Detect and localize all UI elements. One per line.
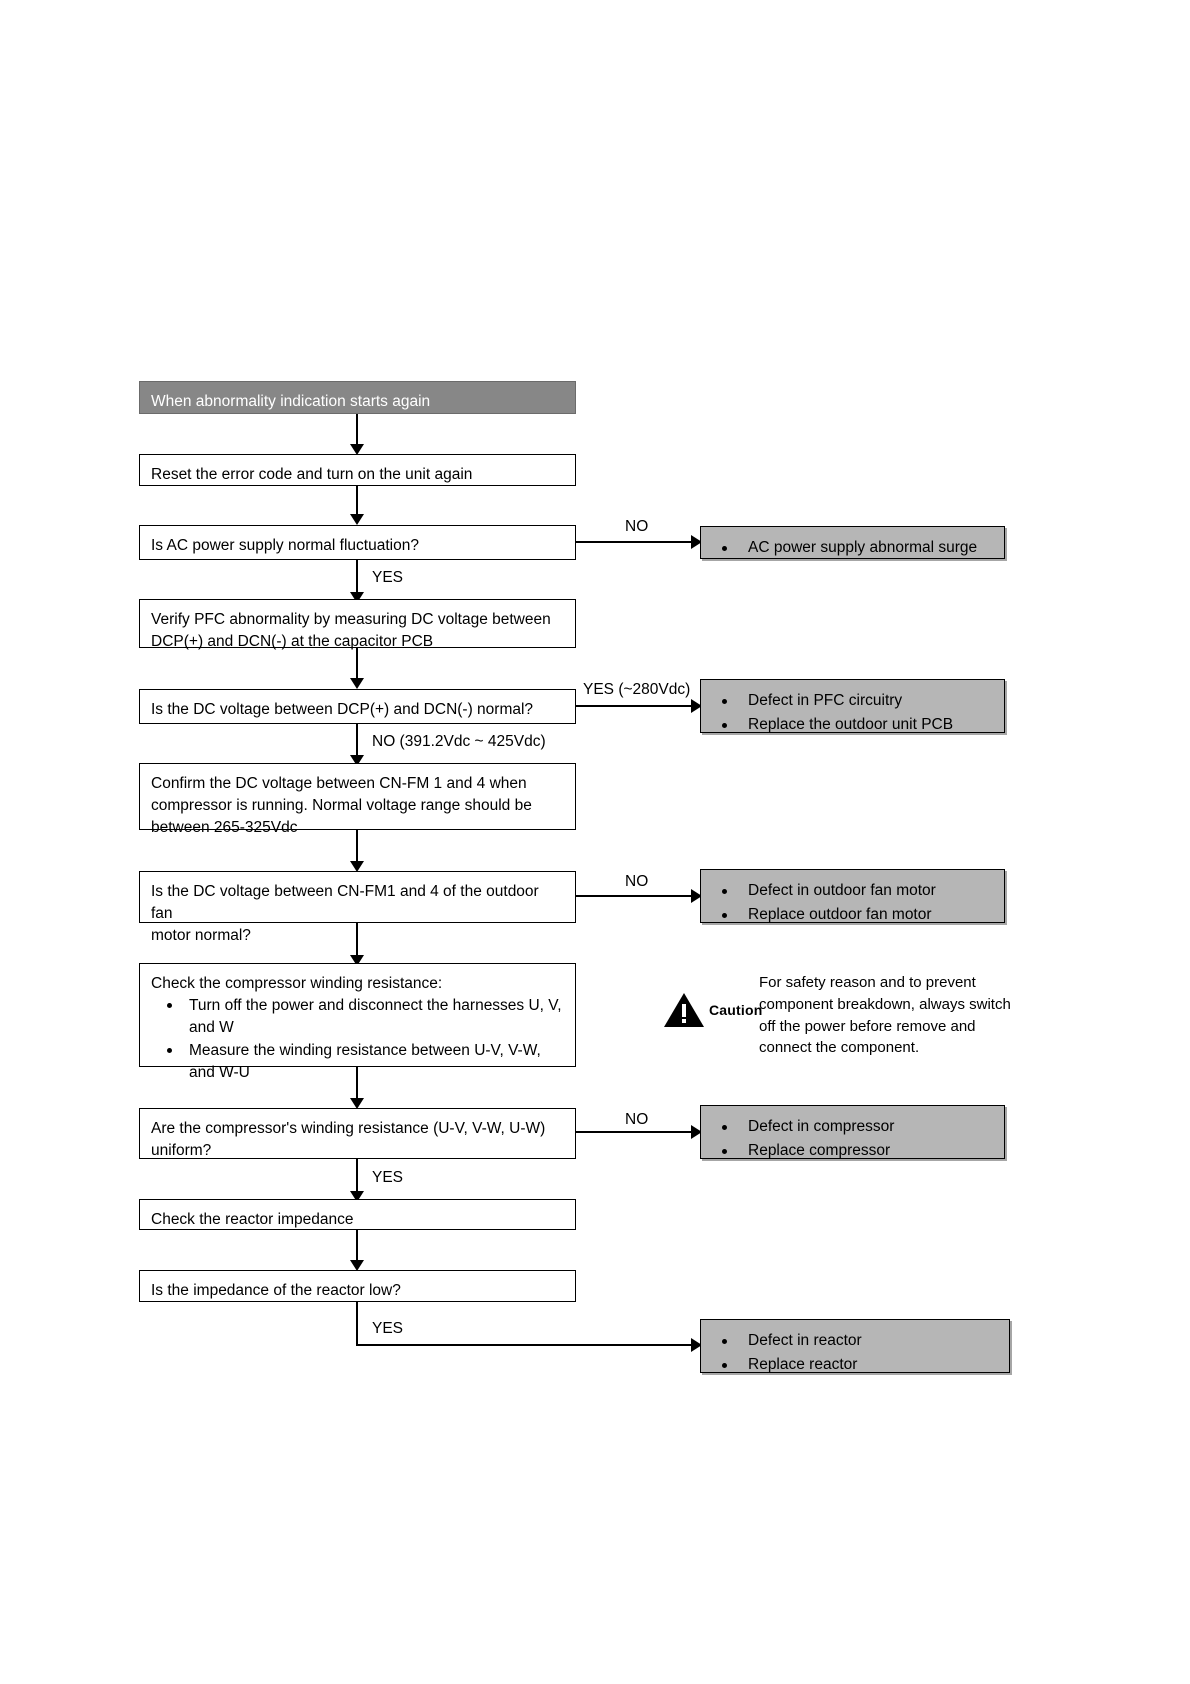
node-verify-pfc-line1: Verify PFC abnormality by measuring DC v… (151, 611, 551, 628)
node-reset-label: Reset the error code and turn on the uni… (151, 466, 473, 483)
list-item: Defect in reactor (712, 1330, 998, 1352)
arrowhead-reactor-yes (691, 1338, 702, 1352)
node-dc-voltage-check: Is the DC voltage between DCP(+) and DCN… (139, 689, 576, 724)
connector-reactor-to-reactor-check (356, 1230, 359, 1263)
arrowhead-winding-to-uniform-check (350, 1098, 364, 1109)
node-winding-uniform-line1: Are the compressor's winding resistance … (151, 1120, 546, 1137)
connector-reset-to-ac-check (356, 486, 359, 516)
node-cnfm-voltage-check: Is the DC voltage between CN-FM1 and 4 o… (139, 871, 576, 944)
connector-reactor-yes-vertical (356, 1302, 359, 1346)
node-winding-uniform-line2: uniform? (151, 1142, 212, 1159)
node-winding-uniform-check: Are the compressor's winding resistance … (139, 1108, 576, 1159)
result-pfc-defect-list: Defect in PFC circuitry Replace the outd… (712, 690, 993, 736)
node-dc-voltage-check-label: Is the DC voltage between DCP(+) and DCN… (151, 701, 534, 718)
node-verify-pfc: Verify PFC abnormality by measuring DC v… (139, 599, 576, 650)
list-item: Defect in outdoor fan motor (712, 880, 993, 902)
connector-dc-check-yes (576, 705, 693, 708)
caution-line4: connect the component. (759, 1039, 920, 1057)
warning-triangle-icon (664, 993, 704, 1027)
node-check-winding-resistance: Check the compressor winding resistance:… (139, 963, 576, 1081)
edge-label-cnfm-no: NO (625, 873, 649, 890)
connector-verify-pfc-to-dc-check (356, 648, 359, 680)
node-reset-error-code: Reset the error code and turn on the uni… (139, 454, 576, 486)
edge-label-dc-no: NO (391.2Vdc ~ 425Vdc) (372, 733, 546, 750)
result-fan-motor-defect-list: Defect in outdoor fan motor Replace outd… (712, 880, 993, 926)
connector-confirm-to-cnfm-check (356, 830, 359, 864)
result-reactor-defect: Defect in reactor Replace reactor (700, 1319, 1010, 1373)
node-check-winding-heading: Check the compressor winding resistance: (151, 975, 443, 992)
node-verify-pfc-line2: DCP(+) and DCN(-) at the capacitor PCB (151, 633, 434, 650)
result-compressor-defect: Defect in compressor Replace compressor (700, 1105, 1005, 1159)
node-reactor-low-check: Is the impedance of the reactor low? (139, 1270, 576, 1302)
list-item: Turn off the power and disconnect the ha… (151, 995, 564, 1039)
list-item: Replace reactor (712, 1354, 998, 1376)
node-check-reactor-impedance: Check the reactor impedance (139, 1199, 576, 1230)
arrowhead-reactor-to-reactor-check (350, 1260, 364, 1271)
arrowhead-confirm-to-cnfm-check (350, 861, 364, 872)
node-reactor-low-label: Is the impedance of the reactor low? (151, 1282, 401, 1299)
connector-start-to-reset (356, 414, 359, 446)
arrowhead-dc-check-yes (691, 699, 702, 713)
arrowhead-uniform-check-no (691, 1125, 702, 1139)
result-compressor-defect-list: Defect in compressor Replace compressor (712, 1116, 993, 1162)
connector-winding-to-uniform-check (356, 1067, 359, 1101)
connector-cnfm-check-no (576, 895, 693, 898)
list-item: Replace outdoor fan motor (712, 904, 993, 926)
caution-word-label: Caution (709, 1002, 763, 1018)
edge-label-winding-yes: YES (372, 1169, 404, 1186)
arrowhead-cnfm-to-winding (350, 955, 364, 966)
result-pfc-defect: Defect in PFC circuitry Replace the outd… (700, 679, 1005, 733)
arrowhead-start-to-reset (350, 444, 364, 455)
arrowhead-ac-check-yes (350, 592, 364, 603)
caution-line1: For safety reason and to prevent (759, 974, 976, 991)
node-check-reactor-label: Check the reactor impedance (151, 1211, 354, 1228)
node-confirm-cnfm-line1: Confirm the DC voltage between CN-FM 1 a… (151, 775, 527, 792)
arrowhead-verify-pfc-to-dc-check (350, 678, 364, 689)
caution-line2: component breakdown, always switch (759, 995, 1011, 1013)
node-ac-power-check: Is AC power supply normal fluctuation? (139, 525, 576, 560)
connector-uniform-check-no (576, 1131, 693, 1134)
arrowhead-cnfm-check-no (691, 889, 702, 903)
node-cnfm-check-line2: motor normal? (151, 927, 251, 944)
connector-reactor-yes-horizontal (356, 1344, 693, 1347)
node-ac-power-check-label: Is AC power supply normal fluctuation? (151, 537, 419, 554)
result-ac-power-surge-list: AC power supply abnormal surge (712, 537, 993, 559)
list-item: Measure the winding resistance between U… (151, 1040, 564, 1084)
arrowhead-reset-to-ac-check (350, 514, 364, 525)
caution-icon-group: Caution (663, 972, 762, 1028)
node-check-winding-list: Turn off the power and disconnect the ha… (151, 995, 564, 1084)
caution-line3: off the power before remove and (759, 1017, 976, 1035)
arrowhead-uniform-check-yes (350, 1191, 364, 1202)
node-confirm-cnfm-voltage: Confirm the DC voltage between CN-FM 1 a… (139, 763, 576, 836)
list-item: Replace compressor (712, 1140, 993, 1162)
result-ac-power-surge: AC power supply abnormal surge (700, 526, 1005, 559)
caution-block: Caution For safety reason and to prevent… (663, 972, 1013, 1059)
list-item: Replace the outdoor unit PCB (712, 714, 993, 736)
connector-dc-check-no (356, 724, 359, 758)
connector-cnfm-to-winding (356, 923, 359, 959)
list-item: Defect in PFC circuitry (712, 690, 993, 712)
edge-label-winding-no: NO (625, 1111, 649, 1128)
edge-label-ac-no: NO (625, 518, 649, 535)
node-cnfm-check-line1: Is the DC voltage between CN-FM1 and 4 o… (151, 883, 544, 922)
edge-label-reactor-yes: YES (372, 1320, 404, 1337)
connector-ac-check-yes (356, 560, 359, 596)
list-item: Defect in compressor (712, 1116, 993, 1138)
node-start-banner: When abnormality indication starts again (139, 381, 576, 414)
list-item: AC power supply abnormal surge (712, 537, 993, 559)
result-fan-motor-defect: Defect in outdoor fan motor Replace outd… (700, 869, 1005, 923)
connector-ac-check-no (576, 541, 693, 544)
caution-text: For safety reason and to prevent compone… (759, 972, 1013, 1059)
result-reactor-defect-list: Defect in reactor Replace reactor (712, 1330, 998, 1376)
arrowhead-dc-check-no (350, 755, 364, 766)
connector-uniform-check-yes (356, 1159, 359, 1195)
edge-label-ac-yes: YES (372, 569, 404, 586)
node-confirm-cnfm-line3: between 265-325Vdc (151, 819, 298, 836)
node-start-label: When abnormality indication starts again (151, 393, 431, 410)
edge-label-dc-yes: YES (~280Vdc) (583, 681, 691, 698)
arrowhead-ac-check-no (691, 535, 702, 549)
node-confirm-cnfm-line2: compressor is running. Normal voltage ra… (151, 797, 532, 814)
